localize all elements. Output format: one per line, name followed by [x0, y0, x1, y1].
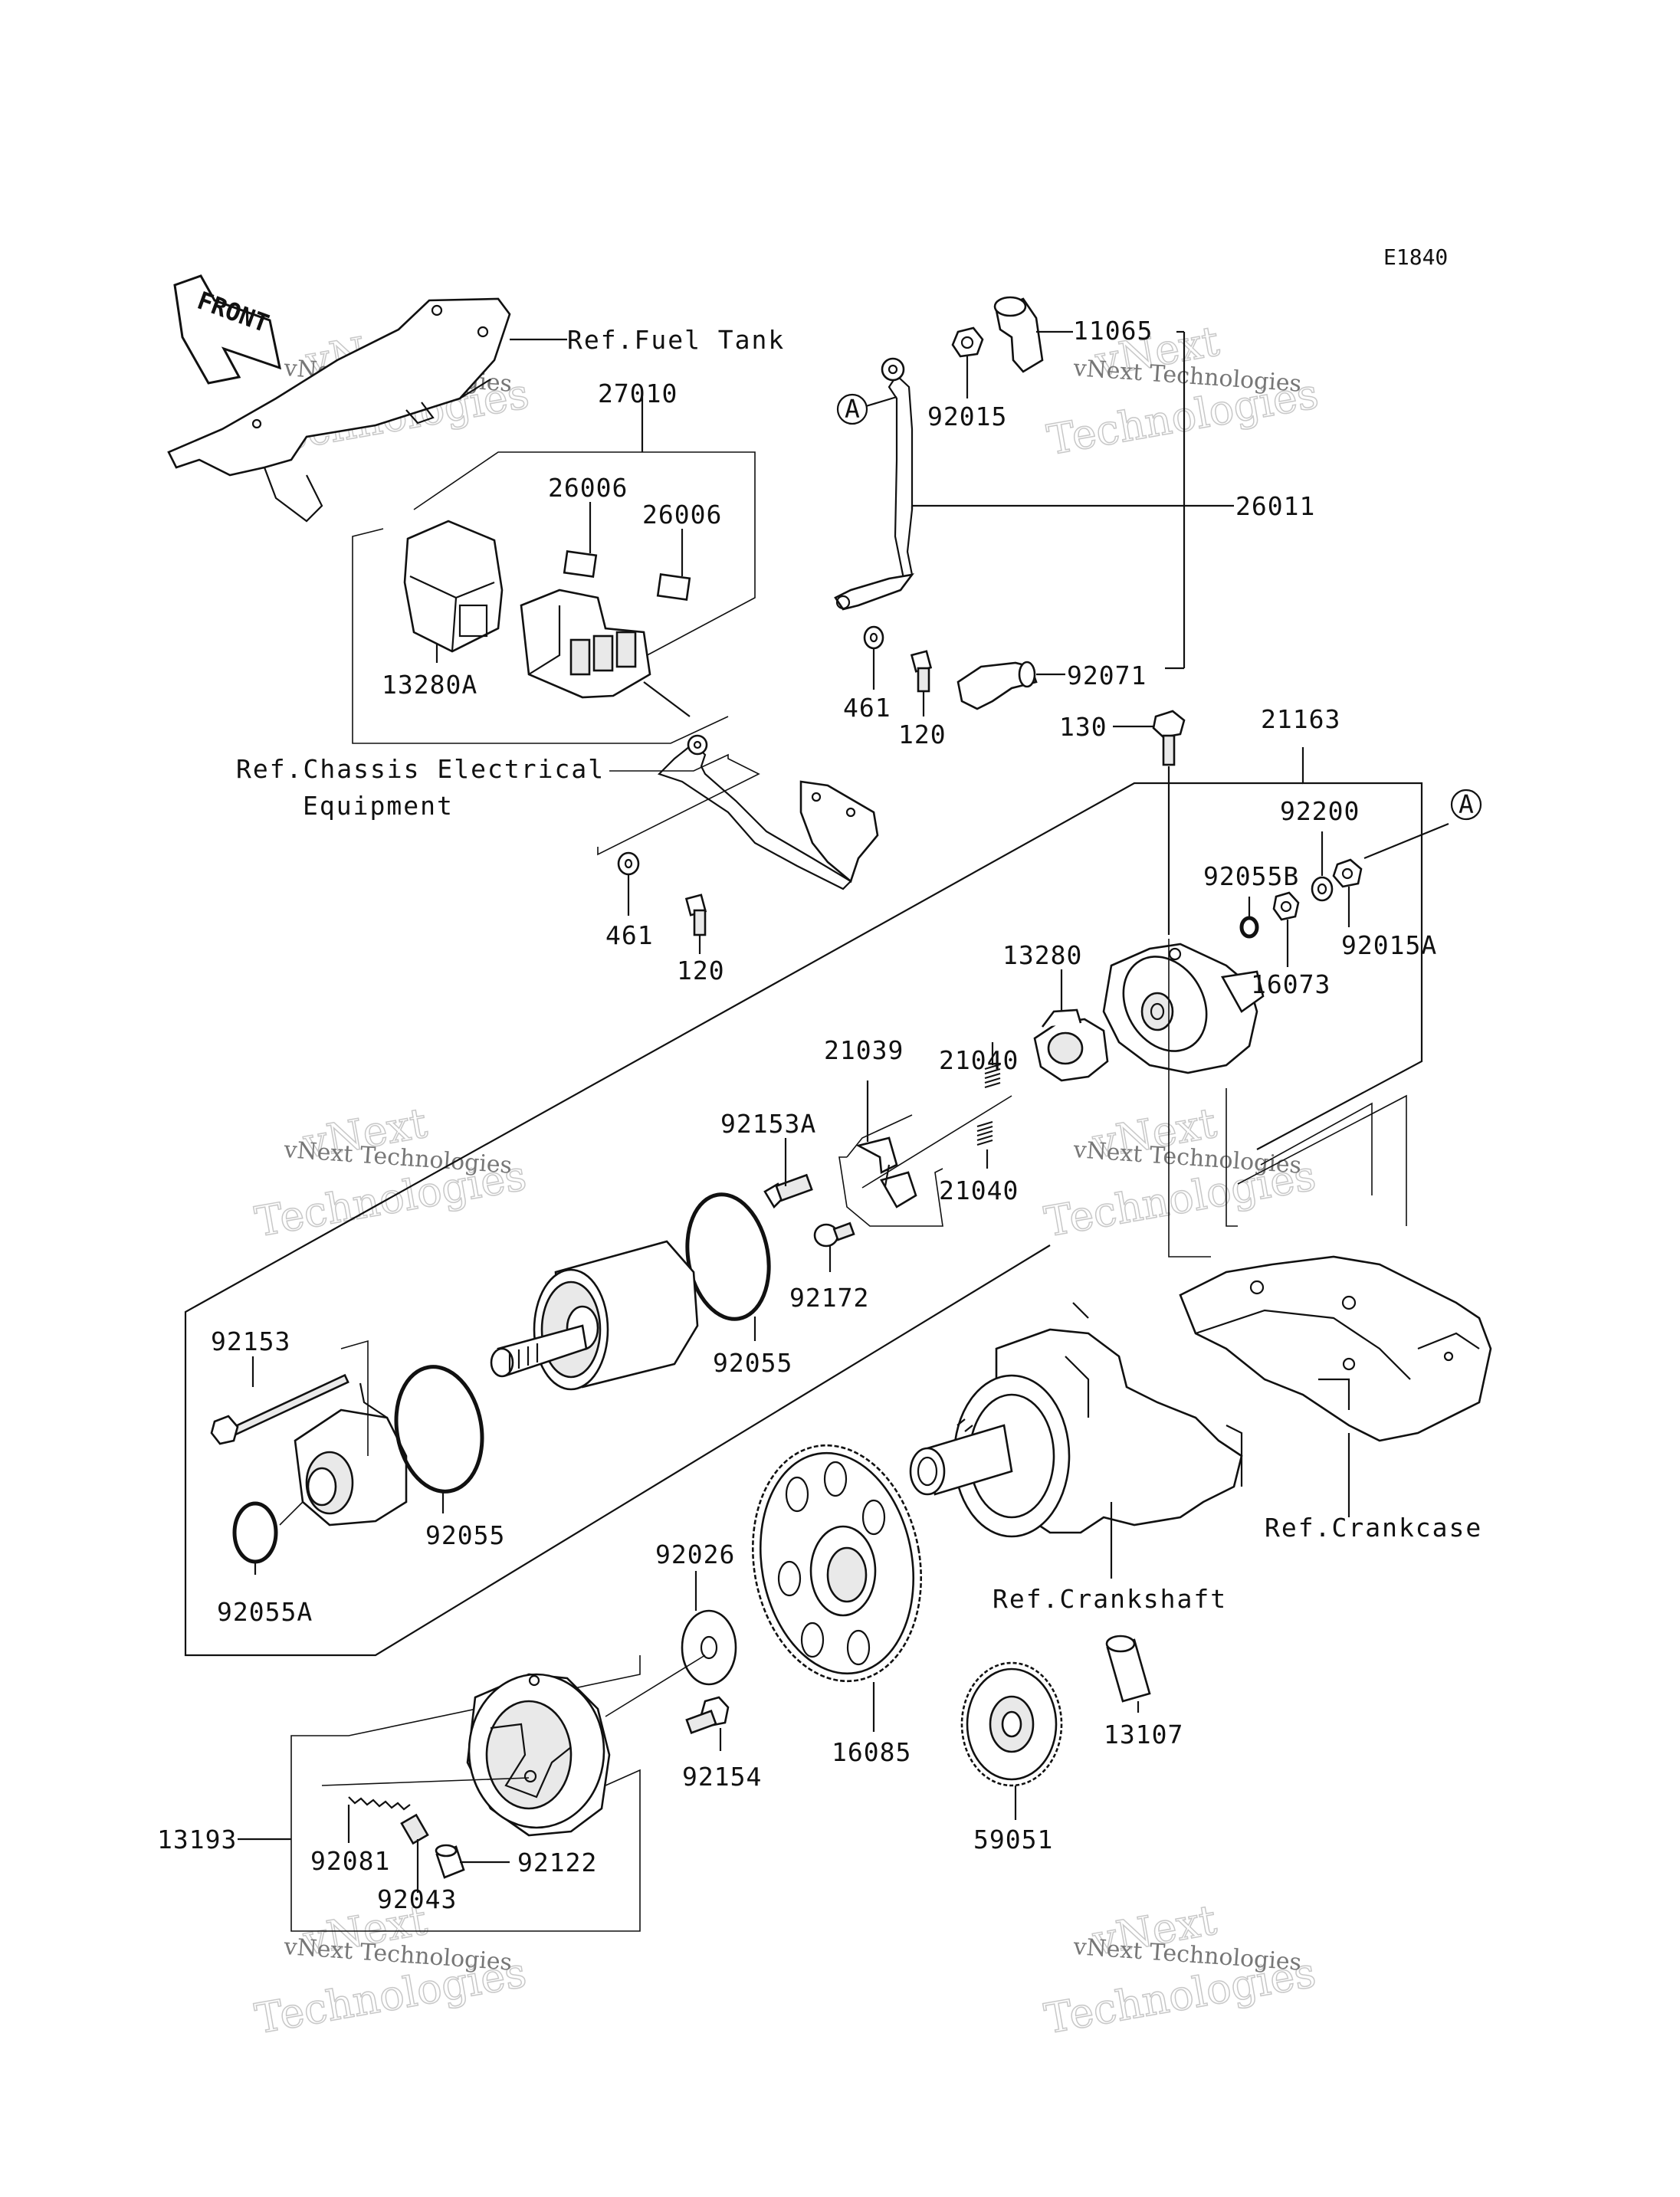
marker-a-top-label: A	[845, 394, 861, 424]
callout-92154: 92154	[682, 1762, 762, 1792]
callout-21039: 21039	[824, 1035, 904, 1065]
washer-461-b	[617, 851, 640, 876]
callout-92043: 92043	[377, 1884, 457, 1914]
bolt-92154	[685, 1696, 730, 1734]
washer-92026	[681, 1609, 737, 1686]
callout-13280: 13280	[1002, 940, 1082, 970]
callout-27010: 27010	[598, 379, 678, 408]
collar-13107	[1105, 1635, 1151, 1703]
nut-92015A	[1332, 858, 1363, 888]
callout-59051: 59051	[973, 1825, 1053, 1854]
callout-130: 130	[1059, 712, 1107, 742]
brush-holder-13280	[1033, 1008, 1109, 1082]
battery-cable	[834, 357, 914, 611]
callout-92055-b: 92055	[425, 1520, 505, 1550]
ground-cable	[657, 734, 879, 890]
marker-a-right	[1450, 789, 1482, 821]
callout-26006-a: 26006	[548, 473, 628, 503]
callout-16073: 16073	[1251, 969, 1331, 999]
starter-relay	[520, 589, 651, 699]
spring-21040-b	[976, 1120, 993, 1146]
callout-120-a: 120	[898, 720, 947, 749]
callout-13193: 13193	[157, 1825, 237, 1854]
callout-92055B: 92055B	[1203, 861, 1299, 891]
nut-92015	[951, 326, 984, 358]
callout-13280A: 13280A	[382, 670, 477, 700]
callout-92015A: 92015A	[1341, 930, 1437, 960]
callout-92015: 92015	[927, 402, 1007, 431]
callout-461-a: 461	[843, 693, 891, 723]
starter-assembly-frame	[184, 747, 1423, 1657]
starter-front-cover	[294, 1382, 408, 1526]
washer-92200	[1311, 876, 1334, 902]
callout-92026: 92026	[655, 1540, 735, 1569]
callout-13107: 13107	[1104, 1720, 1183, 1749]
spring-21040-a	[984, 1063, 1001, 1089]
ref-crankshaft: Ref.Crankshaft	[993, 1584, 1227, 1614]
fuse-26006-b	[656, 573, 691, 601]
armature-shaft	[490, 1324, 588, 1378]
bolt-92153	[210, 1373, 349, 1445]
bolt-120-a	[910, 650, 933, 693]
starter-end-cover	[1102, 943, 1265, 1074]
callout-92153A: 92153A	[720, 1109, 816, 1139]
callout-120-b: 120	[677, 956, 725, 985]
ref-fuel-tank: Ref.Fuel Tank	[567, 325, 785, 355]
screw-92172	[813, 1221, 855, 1248]
idle-gear-16085	[751, 1444, 923, 1683]
callout-26011: 26011	[1235, 491, 1315, 521]
callout-21040-b: 21040	[939, 1176, 1019, 1205]
callout-92172: 92172	[789, 1283, 869, 1313]
oring-92055-a	[685, 1192, 771, 1321]
callout-92071: 92071	[1067, 661, 1147, 690]
fuel-tank-bracket	[167, 297, 567, 523]
callout-26006-b: 26006	[642, 500, 722, 530]
cap-92071	[956, 661, 1038, 710]
marker-a-right-label: A	[1459, 789, 1475, 819]
relay-housing	[403, 520, 504, 653]
callout-92153: 92153	[211, 1326, 290, 1356]
oring-92055-b	[394, 1365, 484, 1494]
washer-461-a	[863, 625, 884, 650]
bolt-130	[1152, 710, 1186, 766]
callout-461-b: 461	[605, 920, 654, 950]
spring-92081	[348, 1796, 411, 1811]
ref-crankcase: Ref.Crankcase	[1265, 1513, 1482, 1543]
marker-a-top	[836, 393, 868, 425]
motor-yoke	[533, 1240, 699, 1391]
callout-92081: 92081	[310, 1846, 390, 1876]
nut-16073	[1272, 891, 1300, 921]
diagram-code: E1840	[1383, 244, 1448, 270]
callout-92055-a: 92055	[713, 1348, 792, 1378]
fuse-26006-a	[563, 550, 598, 578]
callout-21040-a: 21040	[939, 1045, 1019, 1075]
front-arrow-icon: FRONT	[173, 274, 282, 385]
starter-clutch-frame	[290, 1654, 706, 1932]
ref-chassis-line1: Ref.Chassis Electrical	[236, 754, 605, 784]
ref-chassis-line2: Equipment	[303, 791, 454, 821]
callout-21163: 21163	[1261, 704, 1340, 734]
gear-59051	[960, 1661, 1063, 1787]
screw-92153A	[763, 1173, 813, 1209]
callout-92055A: 92055A	[217, 1597, 313, 1627]
relay-group-frame	[352, 397, 756, 744]
callout-92200: 92200	[1280, 796, 1360, 826]
roller-92122	[435, 1844, 465, 1879]
starter-clutch	[466, 1673, 611, 1837]
crankcase	[1179, 1255, 1492, 1442]
callout-16085: 16085	[832, 1737, 911, 1767]
callout-11065: 11065	[1073, 316, 1153, 346]
oring-92055A	[232, 1501, 278, 1564]
oring-92055B	[1239, 916, 1259, 939]
pin-92043	[400, 1813, 429, 1845]
callout-92122: 92122	[517, 1848, 597, 1877]
cap-11065	[993, 296, 1044, 373]
brush-set-21039	[838, 1114, 943, 1227]
bolt-120-b	[684, 894, 707, 936]
crankshaft	[909, 1302, 1243, 1538]
